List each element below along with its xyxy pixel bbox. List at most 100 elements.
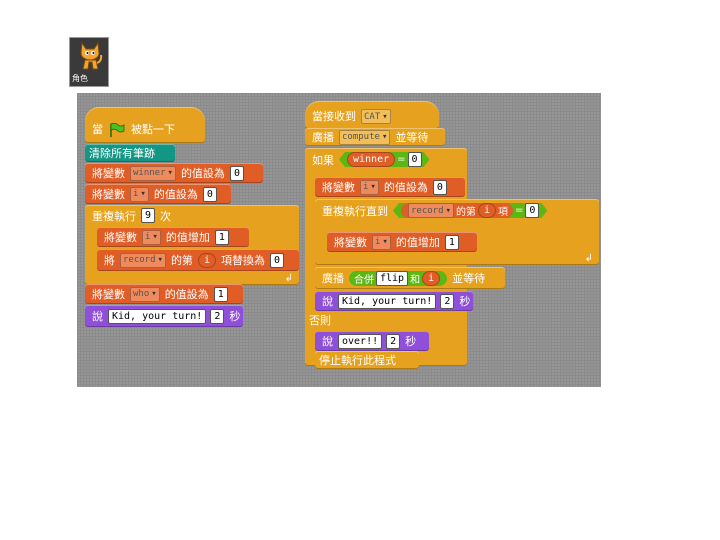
repeat-count-input[interactable]: 9 [141, 208, 156, 223]
replace-with-label: 項替換為 [220, 254, 265, 267]
when-receive-label: 當接收到 [312, 110, 356, 123]
value-input[interactable]: 0 [408, 152, 422, 167]
broadcast-join-block[interactable]: 廣播 合併 flip 和 i 並等待 [315, 267, 505, 289]
value-input[interactable]: 1 [214, 229, 229, 245]
i-variable-reporter[interactable]: i [478, 203, 496, 218]
variable-dropdown[interactable]: i [360, 179, 379, 195]
set-who-block[interactable]: 將變數 who 的值設為 1 [85, 284, 243, 304]
say-secs-input[interactable]: 2 [440, 293, 455, 309]
say-label: 說 [322, 335, 333, 348]
value-input[interactable]: 0 [269, 252, 284, 268]
variable-dropdown[interactable]: i [130, 186, 149, 202]
set-to-label: 的值設為 [383, 181, 428, 194]
value-input[interactable]: 0 [202, 186, 217, 202]
join-text-input[interactable]: flip [376, 270, 409, 286]
set-to-label: 的值設為 [180, 167, 225, 180]
set-winner-block[interactable]: 將變數 winner 的值設為 0 [85, 163, 263, 183]
winner-variable-reporter[interactable]: winner [347, 152, 395, 167]
green-flag-icon [110, 123, 125, 137]
else-label-bar: 否則 [305, 312, 467, 328]
and-wait-label: 並等待 [452, 272, 486, 285]
sprite-thumbnail[interactable]: 角色 [69, 37, 109, 87]
set-var-label: 將變數 [322, 181, 355, 194]
broadcast-label: 廣播 [322, 272, 344, 285]
variable-dropdown[interactable]: winner [130, 165, 176, 181]
repeat-suffix-label: 次 [160, 210, 172, 223]
set-to-label: 的值設為 [164, 288, 209, 301]
item-of-list-reporter[interactable]: record 的第 i 項 [401, 203, 513, 218]
broadcast-label: 廣播 [312, 131, 334, 144]
scripts-area[interactable]: 當 被點一下 清除所有筆跡 將變數 winner 的值設為 0 將變數 i 的值… [77, 93, 601, 387]
item-of-label: 的第 [170, 254, 193, 267]
clear-label: 清除所有筆跡 [89, 147, 155, 160]
and-wait-label: 並等待 [395, 131, 429, 144]
when-flag-clicked-block[interactable]: 當 被點一下 [85, 107, 205, 143]
message-dropdown[interactable]: CAT [361, 109, 391, 124]
equals-label: = [514, 205, 524, 216]
secs-label: 秒 [405, 335, 417, 348]
stop-script-block[interactable]: 停止執行此程式 [315, 351, 419, 369]
say-for-secs-block[interactable]: 說 Kid, your turn! 2 秒 [85, 305, 243, 327]
item-of-label: 的第 [455, 207, 476, 218]
variable-dropdown[interactable]: i [372, 234, 391, 250]
clear-pen-block[interactable]: 清除所有筆跡 [85, 144, 175, 162]
set-var-label: 將變數 [92, 288, 125, 301]
variable-dropdown[interactable]: i [142, 229, 161, 245]
i-variable-reporter[interactable]: i [197, 252, 216, 268]
value-input[interactable]: 0 [432, 179, 447, 195]
value-input[interactable]: 1 [444, 234, 459, 250]
i-variable-reporter[interactable]: i [422, 270, 441, 286]
variable-dropdown[interactable]: who [130, 286, 160, 302]
repeat-until-label: 重複執行直到 [322, 205, 388, 218]
replace-item-block[interactable]: 將 record 的第 i 項替換為 0 [97, 249, 299, 271]
say-text-input[interactable]: Kid, your turn! [338, 293, 437, 309]
loop-arrow-icon: ↲ [584, 253, 593, 264]
equals-label: = [397, 154, 406, 165]
equals-operator[interactable]: record 的第 i 項 = 0 [393, 203, 547, 218]
stop-label: 停止執行此程式 [319, 354, 396, 367]
change-i-block[interactable]: 將變數 i 的值增加 1 [97, 227, 249, 247]
change-by-label: 的值增加 [395, 236, 440, 249]
sprite-label: 角色 [72, 74, 88, 83]
set-var-label: 將變數 [92, 167, 125, 180]
set-var-label: 將變數 [104, 231, 137, 244]
say-over-block[interactable]: 說 over!! 2 秒 [315, 331, 429, 351]
set-var-label: 將變數 [92, 188, 125, 201]
join-label: 合併 [354, 274, 374, 286]
set-var-label: 將變數 [334, 236, 367, 249]
secs-label: 秒 [229, 310, 241, 323]
change-by-label: 的值增加 [165, 231, 210, 244]
set-to-label: 的值設為 [153, 188, 198, 201]
broadcast-dropdown[interactable]: compute [339, 129, 391, 145]
list-dropdown[interactable]: record [120, 252, 166, 268]
change-i-block[interactable]: 將變數 i 的值增加 1 [327, 232, 477, 252]
say-secs-input[interactable]: 2 [210, 308, 225, 324]
set-i-block[interactable]: 將變數 i 的值設為 0 [85, 184, 231, 204]
say-text-input[interactable]: Kid, your turn! [108, 308, 207, 324]
scratch-cat-icon [80, 41, 103, 70]
item-suffix-label: 項 [497, 207, 508, 218]
list-dropdown[interactable]: record [408, 203, 454, 218]
value-input[interactable]: 0 [525, 203, 539, 218]
join-operator[interactable]: 合併 flip 和 i [349, 270, 448, 286]
join-and-label: 和 [410, 274, 421, 286]
flag-clicked-label: 被點一下 [131, 123, 175, 136]
value-input[interactable]: 0 [229, 165, 244, 181]
secs-label: 秒 [459, 295, 471, 308]
else-label: 否則 [309, 314, 331, 327]
repeat-label: 重複執行 [92, 210, 136, 223]
say-label: 說 [92, 310, 103, 323]
replace-prefix-label: 將 [104, 254, 115, 267]
say-for-secs-block[interactable]: 說 Kid, your turn! 2 秒 [315, 291, 473, 311]
when-label: 當 [92, 123, 103, 136]
equals-operator[interactable]: winner = 0 [339, 152, 430, 167]
say-text-input[interactable]: over!! [338, 333, 383, 349]
loop-arrow-icon: ↲ [284, 273, 293, 284]
say-label: 說 [322, 295, 333, 308]
when-receive-block[interactable]: 當接收到 CAT [305, 101, 439, 129]
broadcast-and-wait-block[interactable]: 廣播 compute 並等待 [305, 128, 445, 146]
if-label: 如果 [312, 154, 334, 167]
set-i-block[interactable]: 將變數 i 的值設為 0 [315, 177, 465, 197]
value-input[interactable]: 1 [213, 286, 228, 302]
say-secs-input[interactable]: 2 [386, 333, 401, 349]
